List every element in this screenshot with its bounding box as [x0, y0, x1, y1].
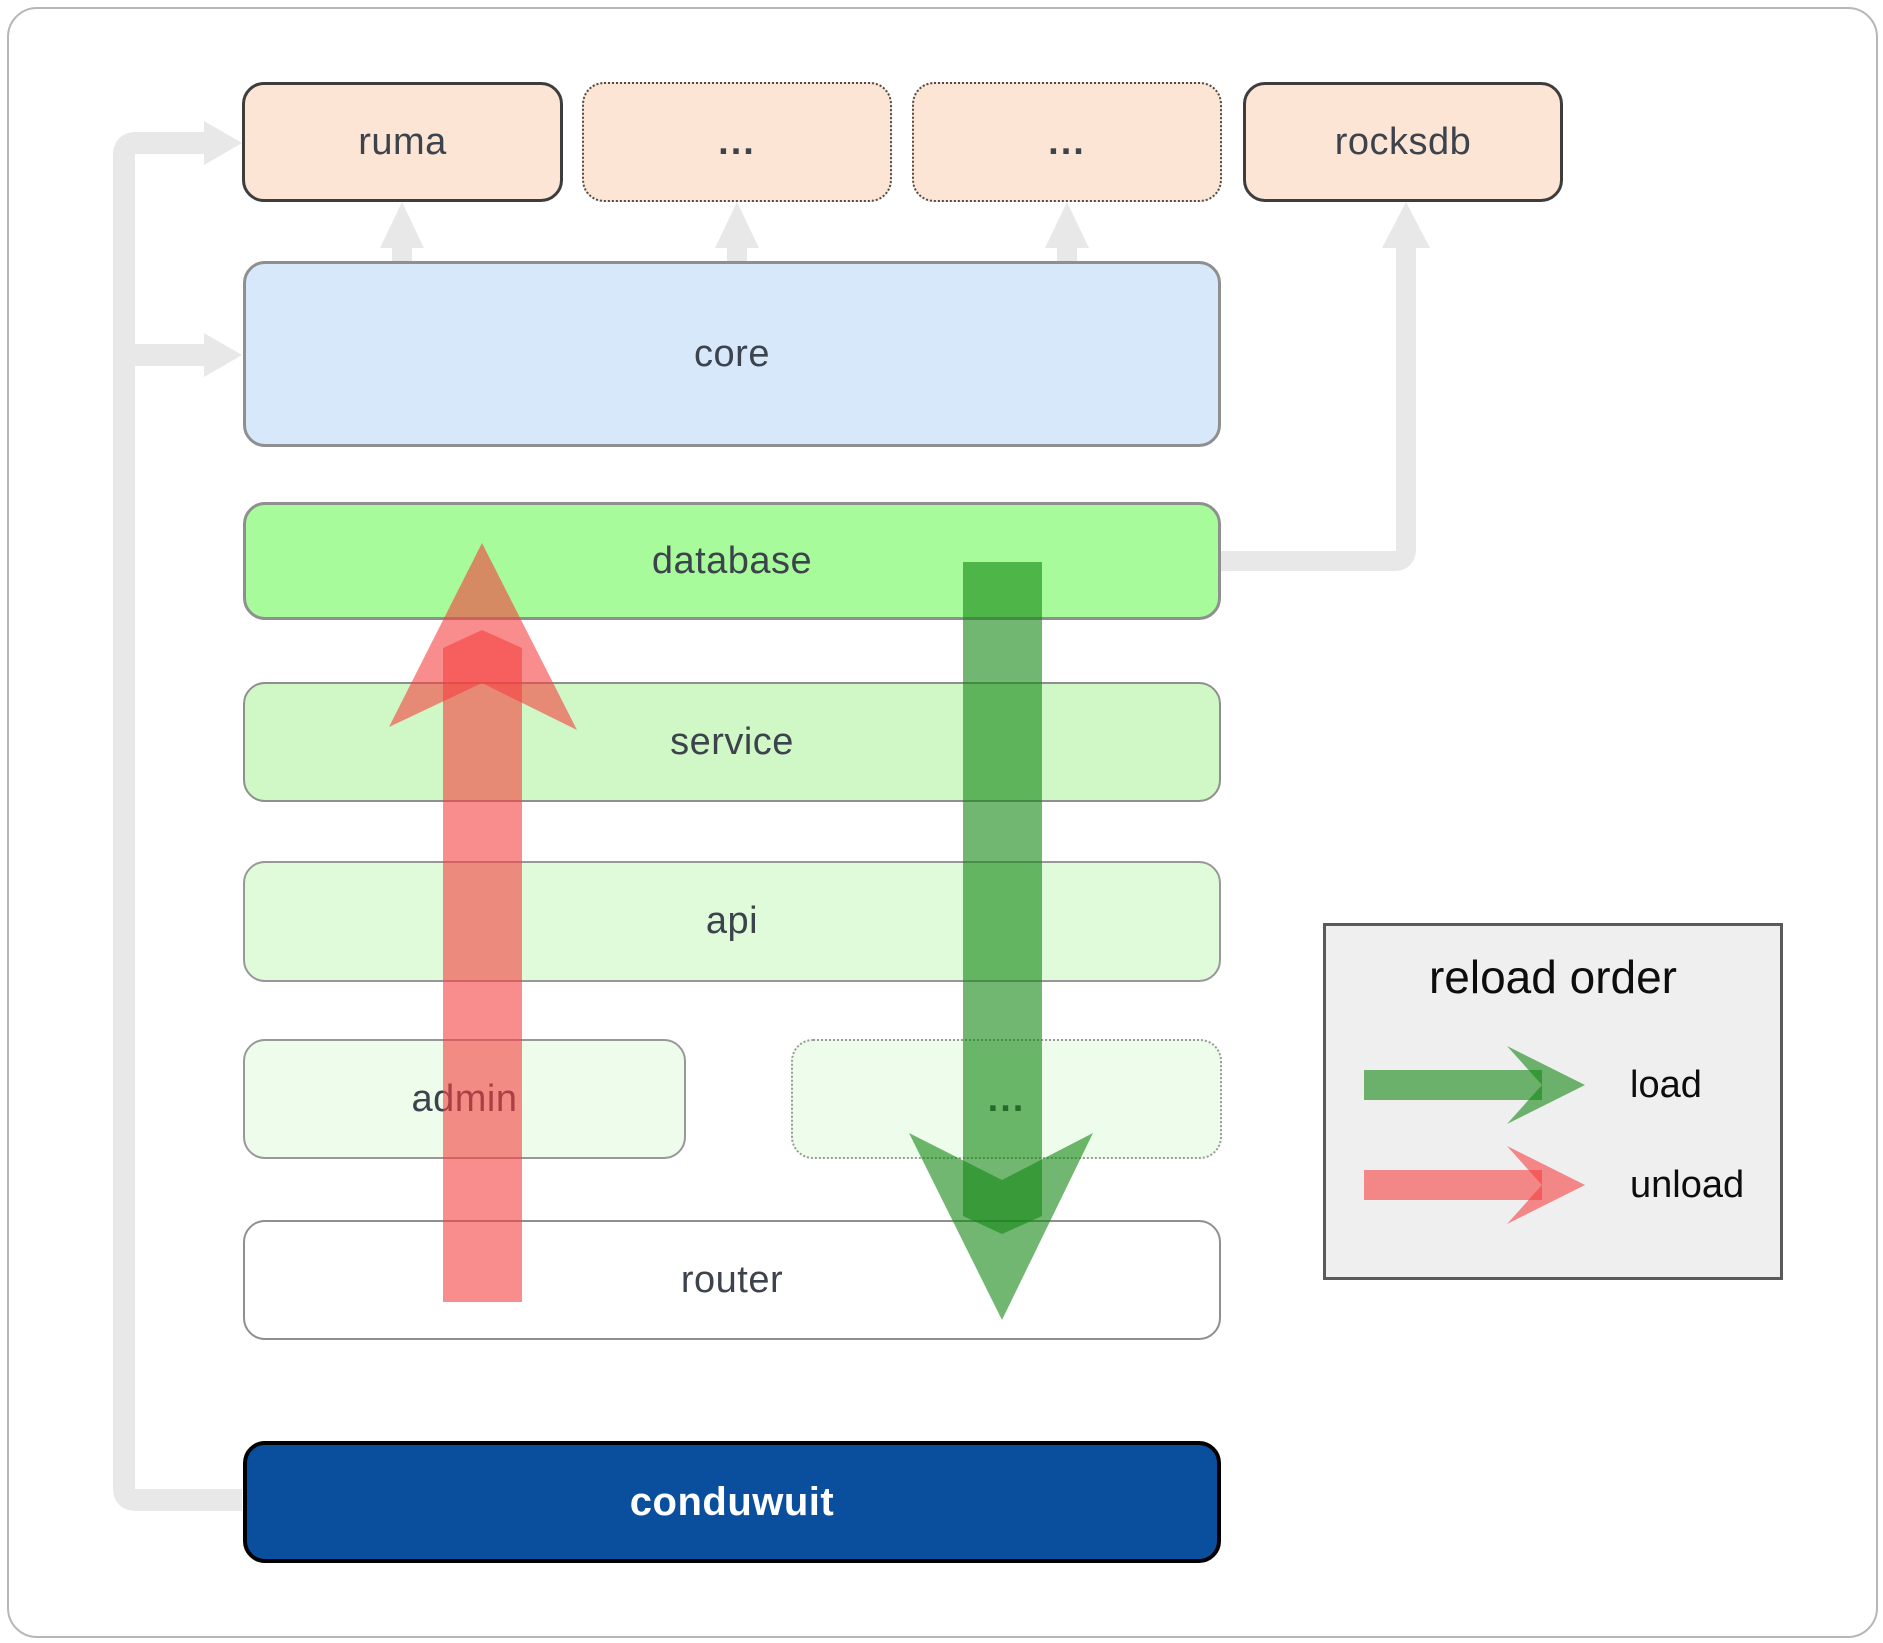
box-rocksdb-label: rocksdb — [1334, 120, 1472, 163]
legend: reload order load unload — [1323, 923, 1783, 1280]
box-ellipsis-3-label: ... — [987, 1077, 1026, 1120]
box-ellipsis-2: ... — [912, 82, 1222, 202]
box-database-label: database — [651, 539, 813, 582]
box-ruma-label: ruma — [358, 120, 447, 163]
legend-load-arrow-icon — [1364, 1046, 1585, 1124]
box-ellipsis-2-label: ... — [1048, 120, 1086, 163]
box-core-label: core — [694, 332, 770, 375]
box-rocksdb: rocksdb — [1243, 82, 1563, 202]
box-database: database — [243, 502, 1221, 620]
box-api-label: api — [705, 900, 759, 942]
box-conduwuit-label: conduwuit — [629, 1479, 835, 1524]
legend-row-unload: unload — [1364, 1145, 1744, 1225]
box-ellipsis-1: ... — [582, 82, 892, 202]
legend-unload-arrow-icon — [1364, 1146, 1585, 1224]
box-service-label: service — [670, 720, 794, 763]
box-core: core — [243, 261, 1221, 447]
legend-load-label: load — [1630, 1063, 1702, 1106]
box-ruma: ruma — [242, 82, 563, 202]
box-router: router — [243, 1220, 1221, 1340]
outer-frame — [7, 7, 1878, 1638]
legend-title: reload order — [1428, 951, 1678, 1003]
box-service: service — [243, 682, 1221, 802]
box-api: api — [243, 861, 1221, 982]
box-conduwuit: conduwuit — [243, 1441, 1221, 1563]
box-admin: admin — [243, 1039, 686, 1159]
box-ellipsis-3: ... — [791, 1039, 1222, 1159]
box-router-label: router — [680, 1258, 784, 1301]
box-ellipsis-1-label: ... — [718, 120, 756, 163]
box-admin-label: admin — [411, 1077, 518, 1120]
legend-unload-label: unload — [1630, 1163, 1745, 1206]
legend-row-load: load — [1364, 1045, 1702, 1125]
